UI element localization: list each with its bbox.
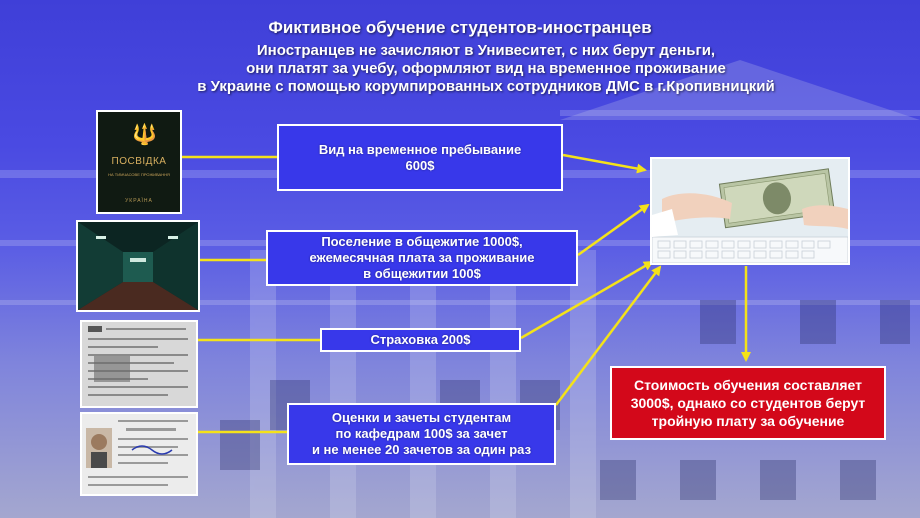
box-line: ежемесячная плата за проживание [309, 250, 535, 265]
box-line: 600$ [405, 157, 435, 173]
box-line: Оценки и зачеты студентам [331, 410, 512, 425]
box-line: и не менее 20 зачетов за один раз [311, 442, 532, 457]
box-line: Страховка 200$ [370, 332, 471, 347]
box-line: Поселение в общежитие 1000$, [321, 234, 523, 249]
grades-box: Оценки и зачеты студентам по кафедрам 10… [287, 403, 556, 465]
trident-icon: 🔱 [132, 124, 157, 146]
subtitle-line: Иностранцев не зачисляют в Унивеситет, с… [256, 42, 716, 59]
passport-title: ПОСВІДКА [111, 156, 167, 167]
page-title: Фиктивное обучение студентов-иностранцев [268, 18, 652, 37]
passport-image: 🔱 ПОСВІДКА НА ТИМЧАСОВЕ ПРОЖИВАННЯ УКРАЇ… [96, 110, 182, 214]
box-line: в общежитии 100$ [363, 266, 481, 281]
student-record-book-image [80, 412, 198, 496]
result-box: Стоимость обучения составляет 3000$, одн… [610, 366, 886, 440]
residence-permit-box: Вид на временное пребывание 600$ [277, 124, 563, 191]
box-line: по кафедрам 100$ за зачет [335, 426, 508, 441]
insurance-box: Страховка 200$ [320, 328, 521, 352]
money-icon [652, 159, 848, 263]
passport-subtitle: НА ТИМЧАСОВЕ ПРОЖИВАННЯ [108, 172, 170, 177]
dormitory-corridor-image [76, 220, 200, 312]
result-line: Стоимость обучения составляет [634, 377, 862, 393]
money-image [650, 157, 850, 265]
result-line: тройную плату за обучение [651, 413, 845, 429]
passport-country: УКРАЇНА [125, 198, 153, 204]
dormitory-box: Поселение в общежитие 1000$, ежемесячная… [266, 230, 578, 286]
subtitle-line: в Украине с помощью корумпированных сотр… [197, 78, 775, 95]
insurance-document-image [80, 320, 198, 408]
page-subtitle: Иностранцев не зачисляют в Унивеситет, с… [26, 42, 920, 96]
subtitle-line: они платят за учебу, оформляют вид на вр… [246, 60, 726, 77]
result-line: 3000$, однако со студентов берут [630, 395, 866, 411]
box-line: Вид на временное пребывание [318, 141, 522, 157]
